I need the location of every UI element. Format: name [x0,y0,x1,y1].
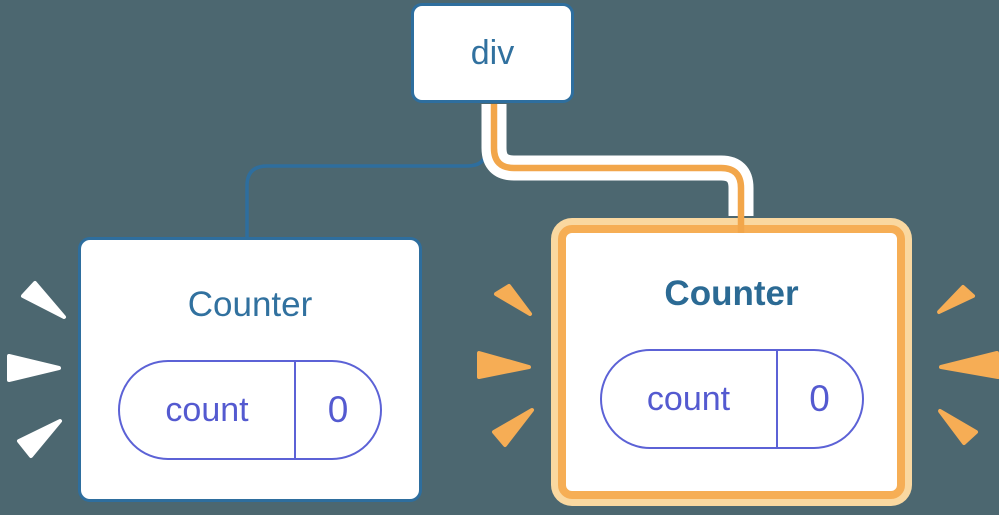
counter-node-left: Counter count 0 [78,237,422,502]
burst-icon-mid-bottom [492,408,534,447]
counter-title: Counter [187,285,313,324]
state-value: 0 [327,389,349,430]
edge-div-to-right-counter-casing [481,104,754,216]
edge-div-to-left-counter [245,104,489,239]
counter-title: Counter [664,274,799,313]
state-key: count [602,351,778,447]
root-node-label: div [470,34,515,72]
burst-icon-right-bottom [938,409,978,445]
state-pill: count 0 [118,360,382,460]
state-value: 0 [809,378,830,419]
burst-icon-right-middle [939,351,999,379]
burst-icon-left-top [21,281,66,319]
burst-icon-mid-top [494,284,532,316]
counter-node-right-highlighted: Counter count 0 [558,225,905,499]
burst-icon-right-top [937,285,975,314]
burst-icon-mid-middle [477,351,531,379]
burst-icon-left-bottom [17,419,62,458]
burst-icon-left-middle [7,354,61,382]
root-node-div: div [411,3,574,103]
edge-div-to-right-counter [490,104,745,233]
state-pill: count 0 [599,349,864,449]
state-key: count [120,362,296,458]
